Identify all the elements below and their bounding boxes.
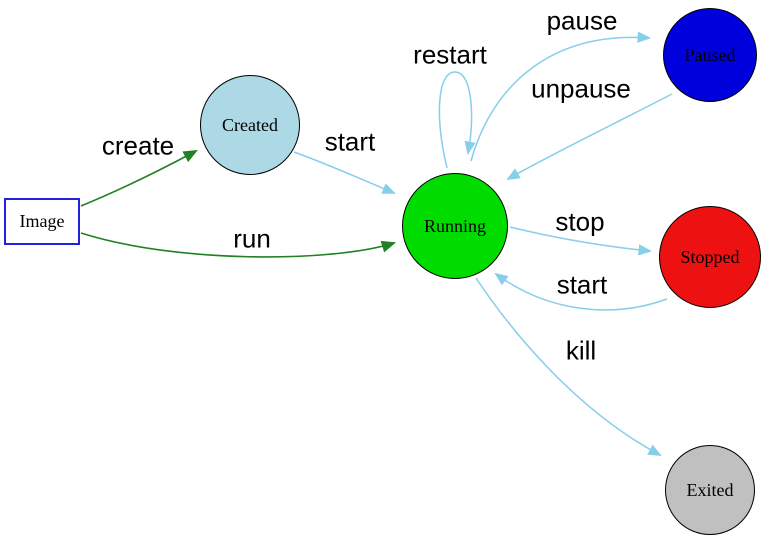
node-running-label: Running: [423, 215, 486, 236]
edge-restart-arrow: [438, 71, 476, 169]
node-paused: Paused: [663, 8, 757, 102]
edge-label-start-stopped-running: start: [556, 269, 608, 300]
edge-label-start-created-running: start: [324, 126, 376, 157]
node-created: Created: [200, 75, 300, 175]
edge-pause-arrow: [470, 31, 652, 162]
node-image: Image: [4, 198, 80, 245]
node-paused-label: Paused: [684, 44, 736, 65]
edge-label-kill: kill: [565, 335, 597, 366]
node-image-label: Image: [19, 211, 65, 231]
node-running: Running: [402, 173, 508, 279]
edge-label-stop: stop: [555, 206, 605, 237]
edge-stop-arrow: [509, 226, 653, 256]
edge-start-stopped-running-arrow: [494, 272, 668, 311]
edge-label-run: run: [233, 223, 271, 254]
node-stopped-label: Stopped: [680, 246, 740, 267]
edge-label-restart: restart: [413, 39, 487, 70]
edge-label-create: create: [101, 130, 175, 161]
edge-label-pause: pause: [546, 5, 618, 36]
node-stopped: Stopped: [659, 206, 761, 308]
node-exited-label: Exited: [686, 479, 734, 500]
edge-run-arrow: [80, 232, 397, 258]
edge-start-created-running-arrow: [293, 151, 396, 194]
edge-kill-arrow: [475, 277, 662, 456]
edge-create-arrow: [80, 149, 198, 207]
edge-unpause-arrow: [506, 93, 673, 181]
node-exited: Exited: [665, 445, 755, 535]
node-created-label: Created: [222, 114, 278, 135]
edge-label-unpause: unpause: [531, 73, 631, 104]
